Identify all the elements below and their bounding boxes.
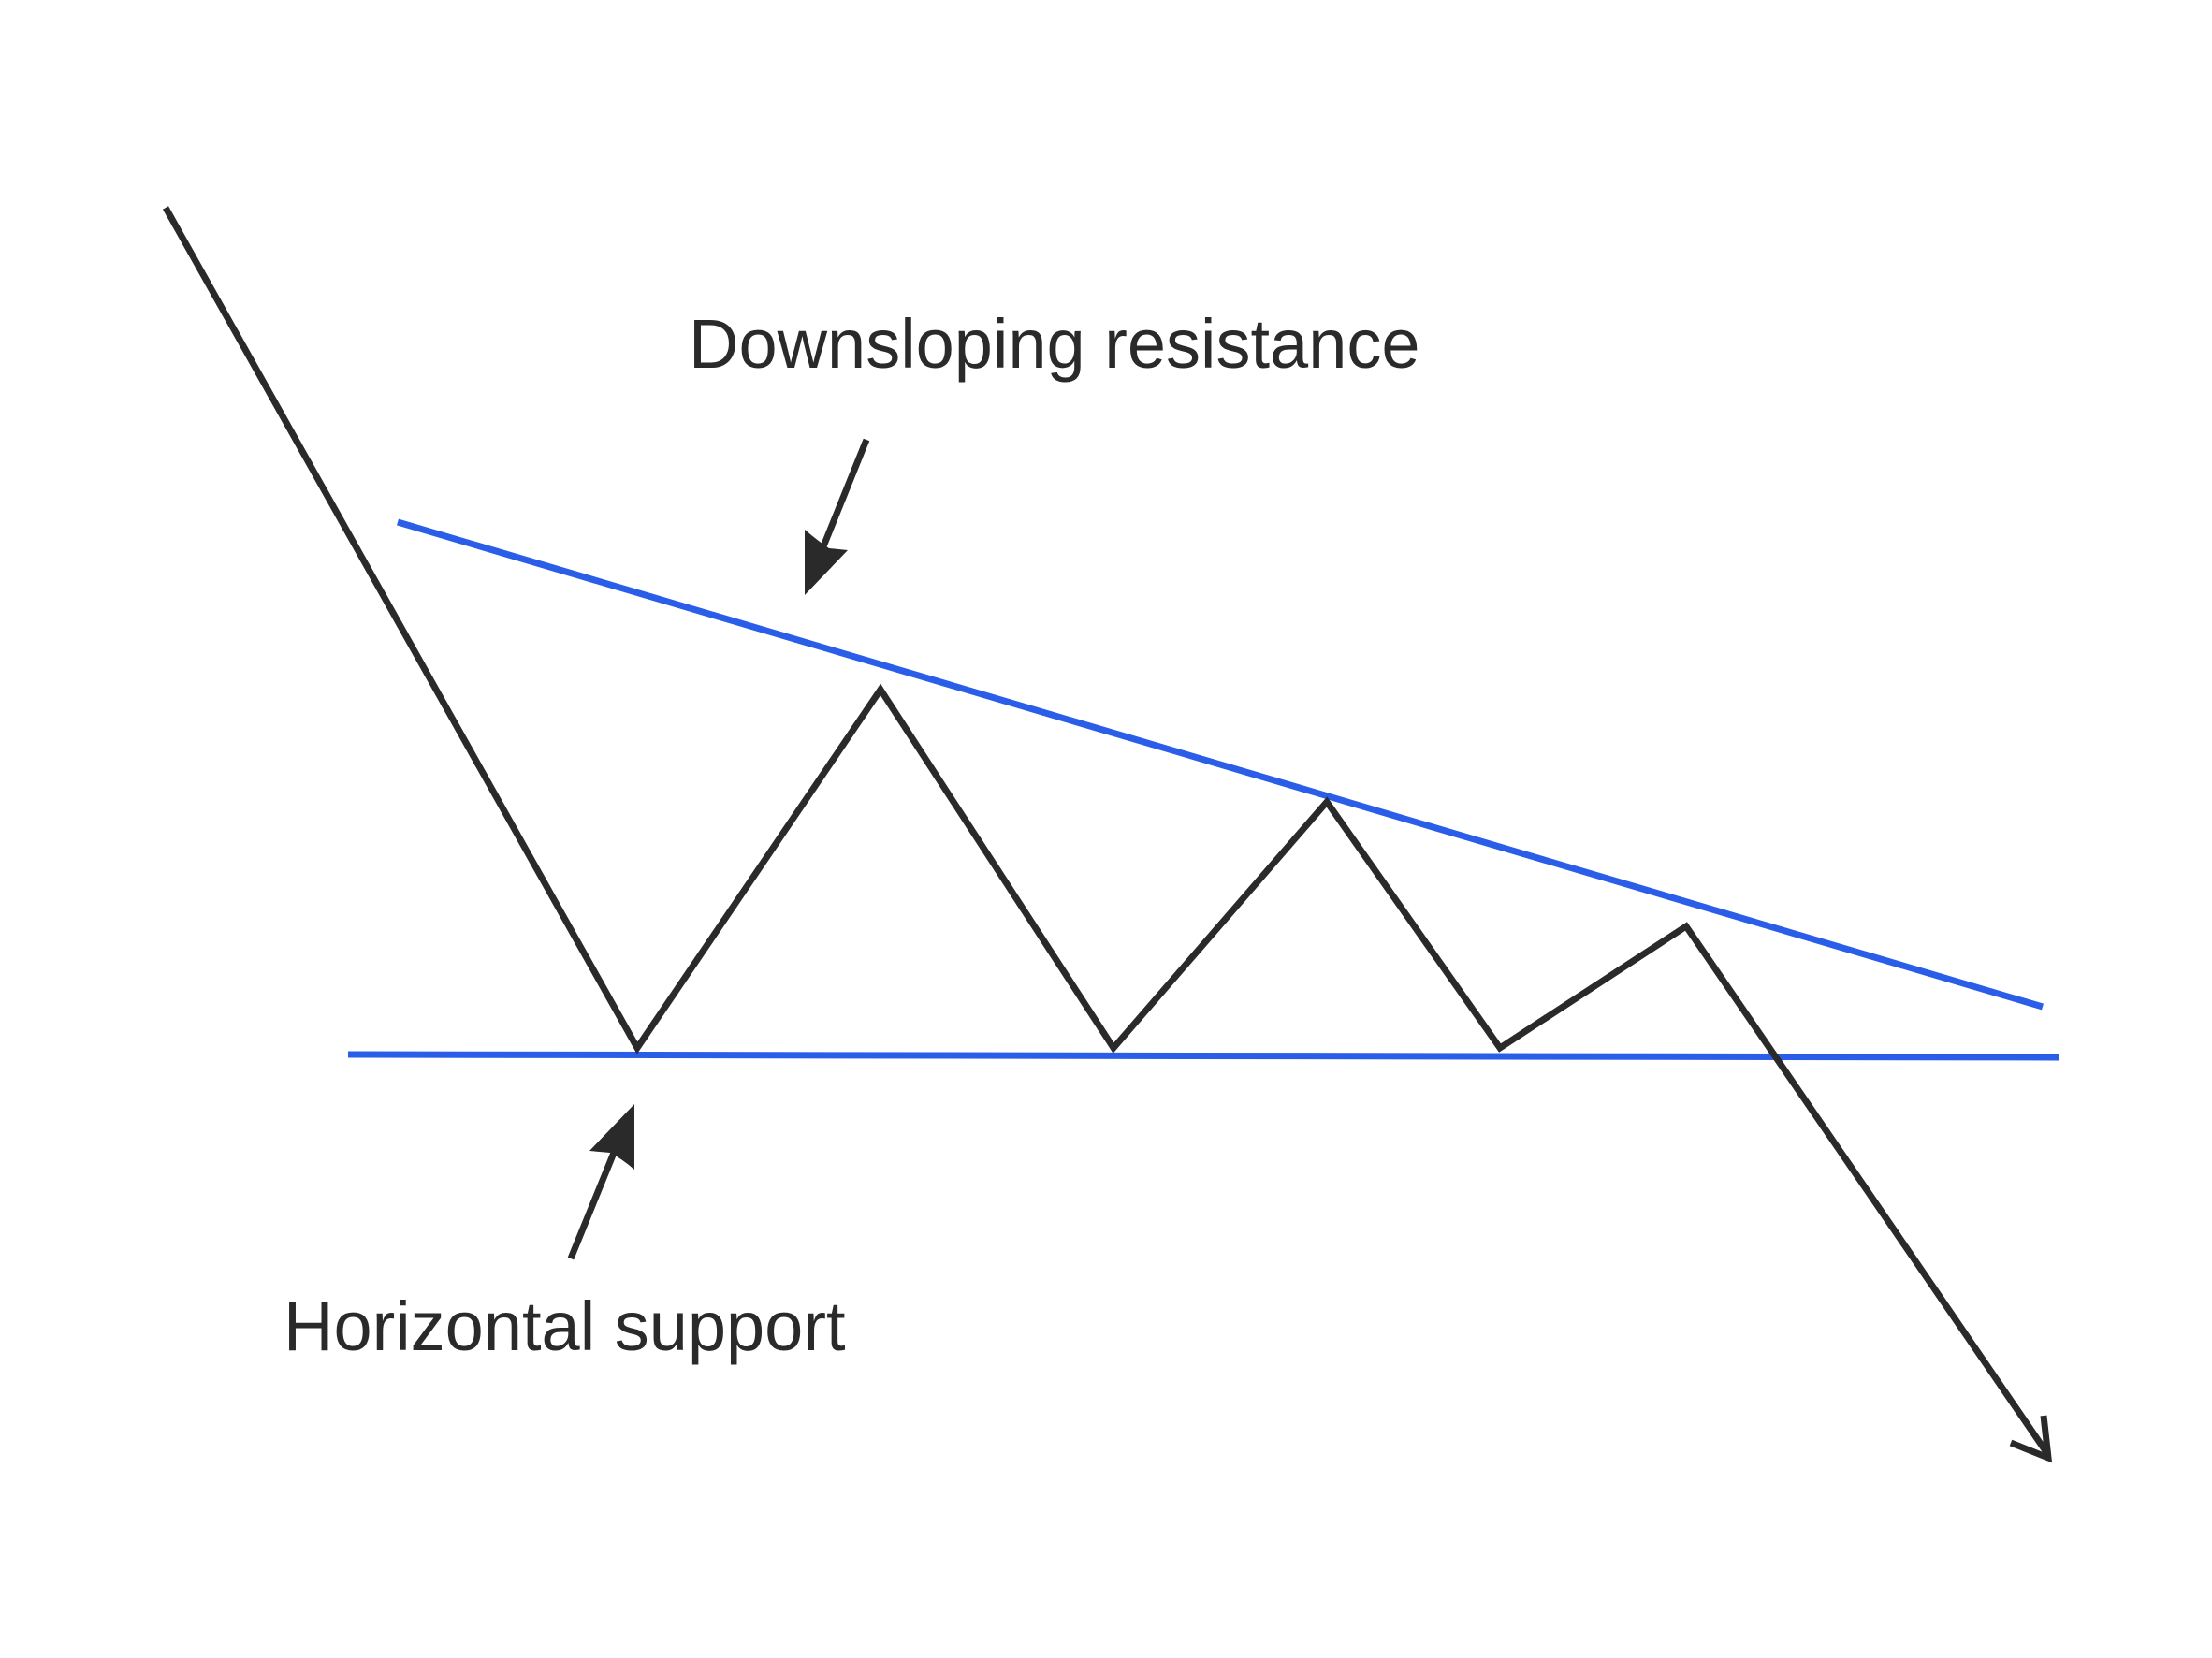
resistance-label: Downsloping resistance	[689, 305, 1420, 383]
support-label: Horizontal support	[284, 1287, 846, 1365]
resistance-trendline	[397, 518, 2044, 1011]
support-trendline	[347, 1051, 2060, 1061]
arrow-down-left-icon	[805, 438, 870, 595]
price-path	[162, 206, 2051, 1457]
arrow-up-right-icon	[567, 1104, 634, 1260]
breakdown-arrowhead-icon	[2009, 1415, 2053, 1463]
